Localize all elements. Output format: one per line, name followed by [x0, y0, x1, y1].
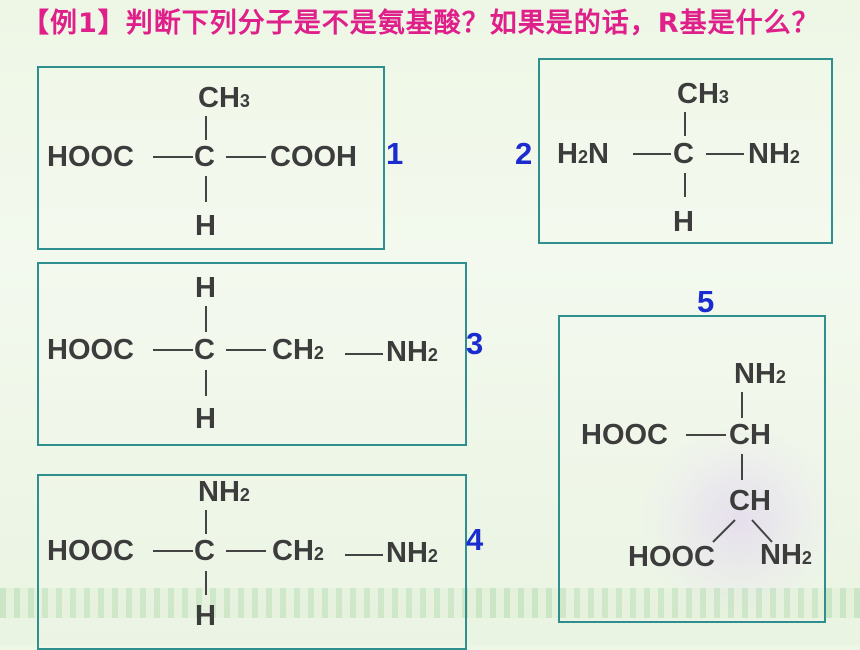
molecule-5-chain-bond: [741, 454, 743, 480]
molecule-1-bottom-atom: H: [195, 210, 216, 242]
molecule-4-top-group: NH2: [198, 476, 250, 508]
molecule-5-lower-right-group: NH2: [760, 539, 812, 571]
example-tag: 【例1】: [22, 8, 126, 39]
molecule-2-right-group: NH2: [748, 138, 800, 170]
molecule-1-box: [37, 66, 385, 250]
molecule-4-number: 4: [466, 522, 484, 557]
molecule-4-left-bond: [153, 550, 193, 552]
molecule-5-top-bond: [741, 392, 743, 418]
molecule-3-top-atom: H: [195, 272, 216, 304]
molecule-1-center-atom: C: [194, 141, 215, 173]
molecule-3-far-right-bond: [345, 353, 383, 355]
molecule-2-box: [538, 58, 833, 244]
molecule-1-left-bond: [153, 156, 193, 158]
molecule-4-bottom-bond: [205, 571, 207, 595]
molecule-3-left-bond: [153, 349, 193, 351]
molecule-2-top-group: CH3: [677, 78, 729, 110]
molecule-3-right-bond: [226, 349, 266, 351]
molecule-1-right-bond: [226, 156, 266, 158]
molecule-1-number: 1: [386, 136, 404, 171]
background-flower-decoration: [640, 420, 840, 620]
molecule-5-number: 5: [697, 284, 715, 319]
molecule-4-right-bond: [226, 550, 266, 552]
molecule-4-left-group: HOOC: [47, 535, 134, 567]
molecule-2-bottom-atom: H: [673, 206, 694, 238]
molecule-5-top-group: NH2: [734, 358, 786, 390]
molecule-3-left-group: HOOC: [47, 334, 134, 366]
molecule-1-left-group: HOOC: [47, 141, 134, 173]
molecule-4-far-right-bond: [345, 554, 383, 556]
question-text: 判断下列分子是不是氨基酸？如果是的话，R基是什么？: [125, 8, 820, 39]
molecule-4-far-right-group: NH2: [386, 537, 438, 569]
molecule-5-beta-carbon: CH: [729, 485, 771, 517]
molecule-3-far-right-group: NH2: [386, 336, 438, 368]
molecule-2-top-bond: [684, 112, 686, 136]
molecule-1-bottom-bond: [205, 176, 207, 202]
molecule-3-number: 3: [466, 326, 484, 361]
molecule-1-top-group: CH3: [198, 82, 250, 114]
molecule-5-alpha-carbon: CH: [729, 419, 771, 451]
molecule-5-lower-left-group: HOOC: [628, 541, 715, 573]
molecule-3-top-bond: [205, 306, 207, 332]
molecule-1-top-bond: [205, 116, 207, 140]
molecule-3-bottom-atom: H: [195, 403, 216, 435]
molecule-2-bottom-bond: [684, 173, 686, 197]
molecule-3-center-atom: C: [194, 334, 215, 366]
question-title: 【例1】判断下列分子是不是氨基酸？如果是的话，R基是什么？: [22, 8, 842, 40]
molecule-2-number: 2: [515, 136, 533, 171]
molecule-4-center-atom: C: [194, 535, 215, 567]
molecule-2-right-bond: [706, 153, 744, 155]
molecule-1-right-group: COOH: [270, 141, 357, 173]
molecule-3-right-group: CH2: [272, 334, 324, 366]
background-grass-stripe: [0, 588, 860, 618]
molecule-3-box: [37, 262, 467, 446]
molecule-5-left-group: HOOC: [581, 419, 668, 451]
molecule-3-bottom-bond: [205, 370, 207, 396]
molecule-4-right-group: CH2: [272, 535, 324, 567]
molecule-2-center-atom: C: [673, 138, 694, 170]
molecule-2-left-bond: [633, 153, 671, 155]
molecule-4-top-bond: [205, 510, 207, 534]
molecule-2-left-group: H2N: [557, 138, 609, 170]
molecule-4-bottom-atom: H: [195, 600, 216, 632]
molecule-5-left-bond: [686, 434, 726, 436]
molecule-5-box: [558, 315, 826, 623]
